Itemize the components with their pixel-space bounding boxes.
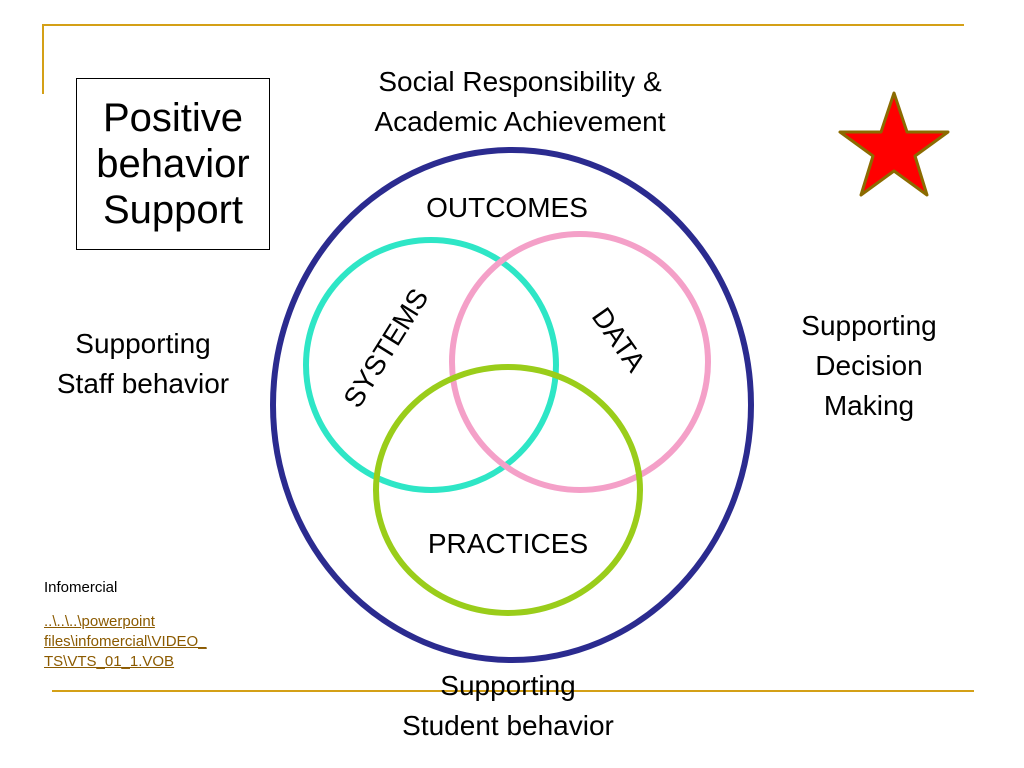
outcome-goal-line-1: Social Responsibility & xyxy=(378,66,662,97)
decision-making-text: Supporting Decision Making xyxy=(774,306,964,426)
star-icon xyxy=(838,91,950,197)
title-box: Positive behavior Support xyxy=(76,78,270,250)
practices-circle xyxy=(373,364,643,616)
data-circle xyxy=(449,231,711,493)
student-behavior-line-2: Student behavior xyxy=(402,710,614,741)
outer-circle xyxy=(270,147,754,663)
decision-making-line-2: Decision xyxy=(815,350,923,381)
student-behavior-text: Supporting Student behavior xyxy=(338,666,678,746)
decision-making-line-1: Supporting xyxy=(801,310,937,341)
title-line-3: Support xyxy=(102,188,244,232)
practices-label: PRACTICES xyxy=(428,528,588,559)
systems-label: SYSTEMS xyxy=(337,283,434,413)
outcomes-label: OUTCOMES xyxy=(426,192,588,223)
outcome-goal-text: Social Responsibility & Academic Achieve… xyxy=(320,62,720,142)
infomercial-link[interactable]: ..\..\..\powerpoint files\infomercial\VI… xyxy=(44,612,264,672)
top-rule xyxy=(42,24,964,26)
left-rule xyxy=(42,24,44,94)
student-behavior-line-1: Supporting xyxy=(440,670,576,701)
data-label: DATA xyxy=(586,302,652,378)
staff-behavior-text: Supporting Staff behavior xyxy=(24,324,262,404)
systems-circle xyxy=(303,237,559,493)
infomercial-label: Infomercial xyxy=(44,579,118,596)
title-line-2: behavior xyxy=(96,142,250,186)
staff-behavior-line-2: Staff behavior xyxy=(56,368,230,399)
decision-making-line-3: Making xyxy=(823,390,915,421)
outcome-goal-line-2: Academic Achievement xyxy=(374,106,666,137)
infomercial-link-line-1[interactable]: ..\..\..\powerpoint xyxy=(44,613,155,630)
bottom-rule xyxy=(52,690,974,692)
staff-behavior-line-1: Supporting xyxy=(75,328,211,359)
infomercial-link-line-3[interactable]: TS\VTS_01_1.VOB xyxy=(44,653,175,670)
title-line-1: Positive xyxy=(102,96,244,140)
infomercial-link-line-2[interactable]: files\infomercial\VIDEO_ xyxy=(44,633,207,650)
